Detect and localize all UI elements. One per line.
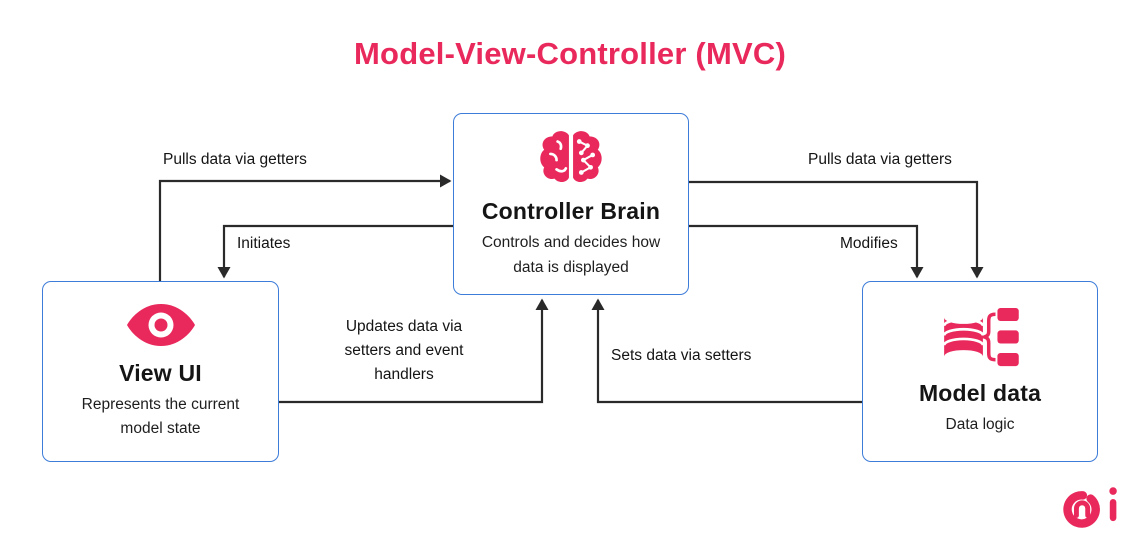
brain-icon (538, 128, 604, 186)
view-subtitle: Represents the current model state (81, 395, 240, 437)
edge-label-initiates: Initiates (237, 235, 291, 252)
controller-title: Controller Brain (481, 198, 661, 225)
view-title: View UI (119, 359, 202, 386)
view-node: View UI Represents the current model sta… (42, 281, 279, 462)
controller-subtitle: Controls and decides how data is display… (481, 234, 661, 276)
arrow-view-to-controller-getters (158, 174, 452, 282)
eye-icon (125, 302, 197, 348)
edge-label-modifies: Modifies (840, 235, 898, 252)
edge-label-pulls-data-left: Pulls data via getters (163, 151, 307, 168)
arrow-controller-to-model-getters (689, 180, 984, 279)
page-title: Model-View-Controller (MVC) (354, 36, 786, 71)
model-node: Model data Data logic (862, 281, 1098, 462)
edge-label-updates-data: Updates data via setters and event handl… (344, 318, 464, 383)
database-icon (941, 306, 1019, 368)
model-title: Model data (918, 379, 1042, 406)
mimo-logo-icon (1060, 484, 1122, 531)
model-subtitle: Data logic (945, 415, 1015, 433)
controller-node: Controller Brain Controls and decides ho… (453, 113, 689, 295)
edge-label-pulls-data-right: Pulls data via getters (808, 151, 952, 168)
edge-label-sets-data: Sets data via setters (611, 347, 752, 364)
